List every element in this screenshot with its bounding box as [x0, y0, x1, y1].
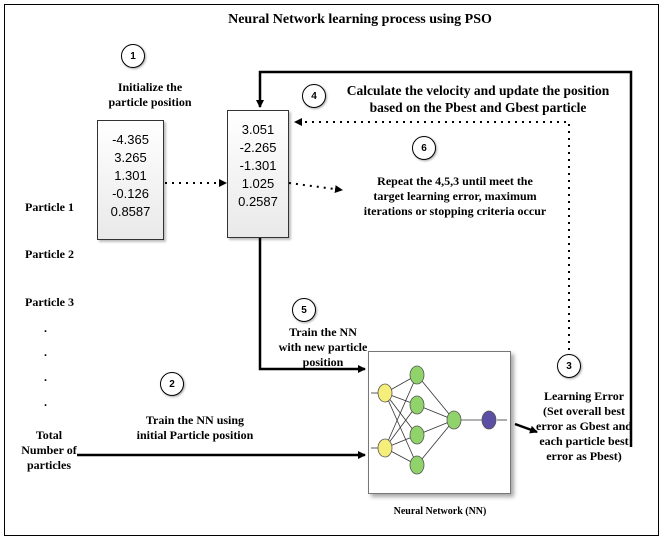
neural-network-label: Neural Network (NN) — [393, 506, 487, 517]
particle-label: Particle 1 — [25, 200, 74, 214]
neural-network-box — [368, 351, 511, 494]
step-2-badge: 2 — [160, 372, 184, 396]
updated-position-box: 3.051 -2.265 -1.301 1.025 0.2587 — [227, 110, 289, 238]
initial-value: 0.8587 — [110, 204, 151, 219]
step-4-badge: 4 — [302, 84, 326, 108]
ellipsis-dot: . — [44, 321, 47, 335]
arrow-updated-to-nn — [258, 237, 366, 373]
diagram-title: Neural Network learning process using PS… — [228, 12, 492, 27]
step-3-badge: 3 — [557, 354, 581, 378]
updated-value: 1.025 — [241, 176, 275, 191]
updated-value: -2.265 — [239, 140, 277, 155]
updated-value: 0.2587 — [238, 194, 278, 209]
diagram-frame — [4, 4, 659, 536]
dotted-arrow-to-repeat — [288, 182, 343, 194]
initial-value: -4.365 — [112, 132, 149, 147]
ellipsis-dot: . — [44, 395, 47, 409]
ellipsis-dot: . — [44, 370, 47, 384]
step-4-text: Calculate the velocity and update the po… — [346, 83, 610, 115]
arrow-nn-to-error — [514, 422, 538, 434]
step-1-badge: 1 — [121, 44, 145, 68]
updated-value: -1.301 — [239, 158, 277, 173]
particle-label: Particle 3 — [25, 295, 74, 309]
initial-value: -0.126 — [112, 186, 149, 201]
particle-label: Particle 2 — [25, 247, 74, 261]
step-5-badge: 5 — [292, 298, 316, 322]
updated-value: 3.051 — [241, 122, 275, 137]
initial-value: 1.301 — [114, 168, 147, 183]
initial-position-box: -4.365 3.265 1.301 -0.126 0.8587 — [97, 120, 164, 240]
ellipsis-dot: . — [44, 345, 47, 359]
neural-network-icon — [371, 365, 507, 475]
initial-value: 3.265 — [114, 150, 147, 165]
step-6-badge: 6 — [412, 136, 436, 160]
arrow-error-to-update — [256, 70, 633, 447]
